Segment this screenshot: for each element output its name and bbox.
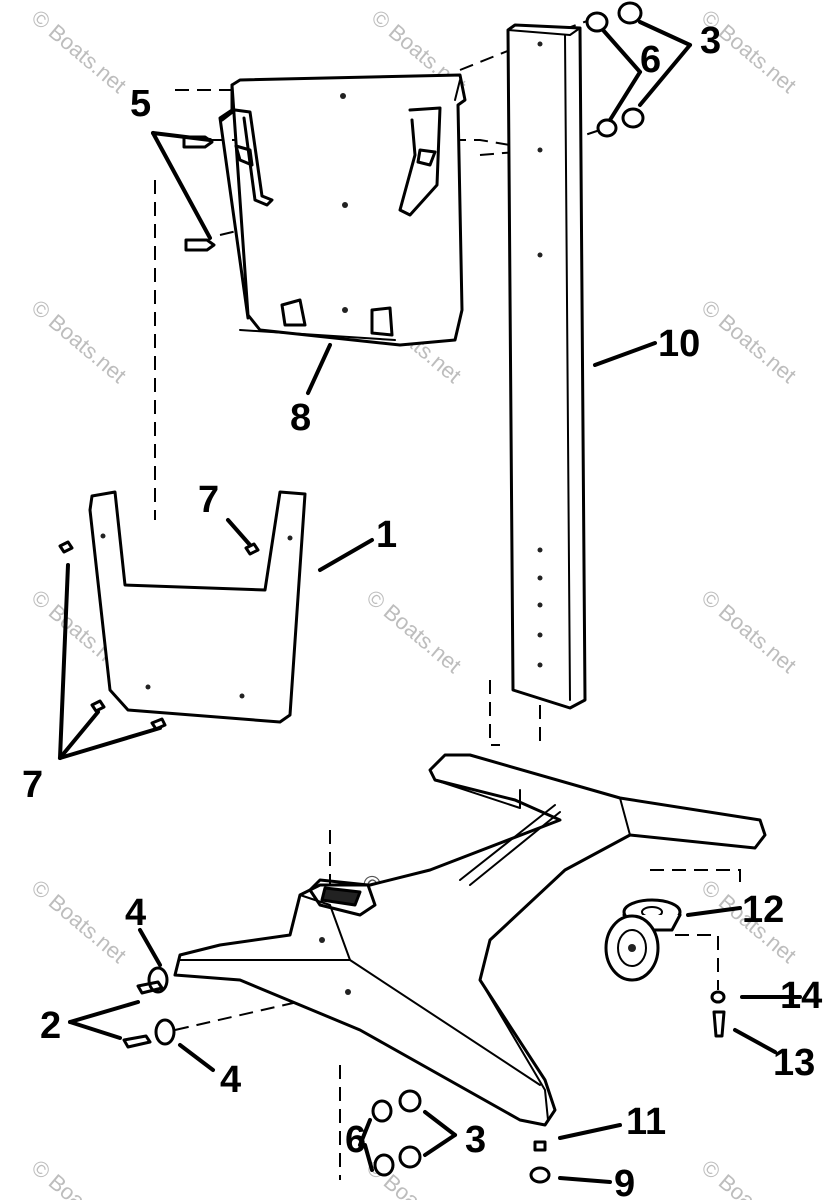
callout-part-8: 8 [290,397,311,439]
callout-part-9: 9 [614,1163,635,1200]
callout-part-5: 5 [130,83,151,125]
caster-part-12 [604,898,682,982]
hardware [58,1,726,1184]
callout-part-10: 10 [658,323,700,365]
callout-part-12: 12 [742,889,784,931]
callout-part-7-bottom: 7 [22,764,43,806]
watermark-text: © Boats.net [697,295,801,388]
post-part-10 [506,23,587,710]
base-assembly [173,753,767,1127]
watermark-text: © Boats.net [27,875,131,968]
callout-part-6-top: 6 [640,39,661,81]
callout-part-3-top: 3 [700,20,721,62]
callout-part-3-bottom: 3 [465,1119,486,1161]
callout-part-13: 13 [773,1042,815,1084]
watermark-text: © Boats.net [27,5,131,98]
callout-part-11: 11 [626,1101,666,1143]
callout-part-14: 14 [780,975,822,1017]
callout-part-1: 1 [376,514,397,556]
callout-part-4-bottom: 4 [220,1059,241,1101]
watermark-text: © Boats.net [362,585,466,678]
bracket-part-8 [218,73,467,347]
callout-part-7-top: 7 [198,479,219,521]
watermark-text: © Boats.net [27,295,131,388]
watermark-text: © Boats.net [27,1155,131,1200]
callout-part-6-bottom: 6 [345,1119,366,1161]
callout-part-2: 2 [40,1005,61,1047]
watermark-text: © Boats.net [697,1155,801,1200]
callouts: 5 6 3 10 8 7 1 7 4 2 4 6 3 11 9 12 14 13 [22,20,822,1200]
leader-lines [58,20,802,1184]
watermark-text: © Boats.net [697,585,801,678]
pad-part-1 [88,490,307,724]
callout-part-4-top: 4 [125,892,146,934]
